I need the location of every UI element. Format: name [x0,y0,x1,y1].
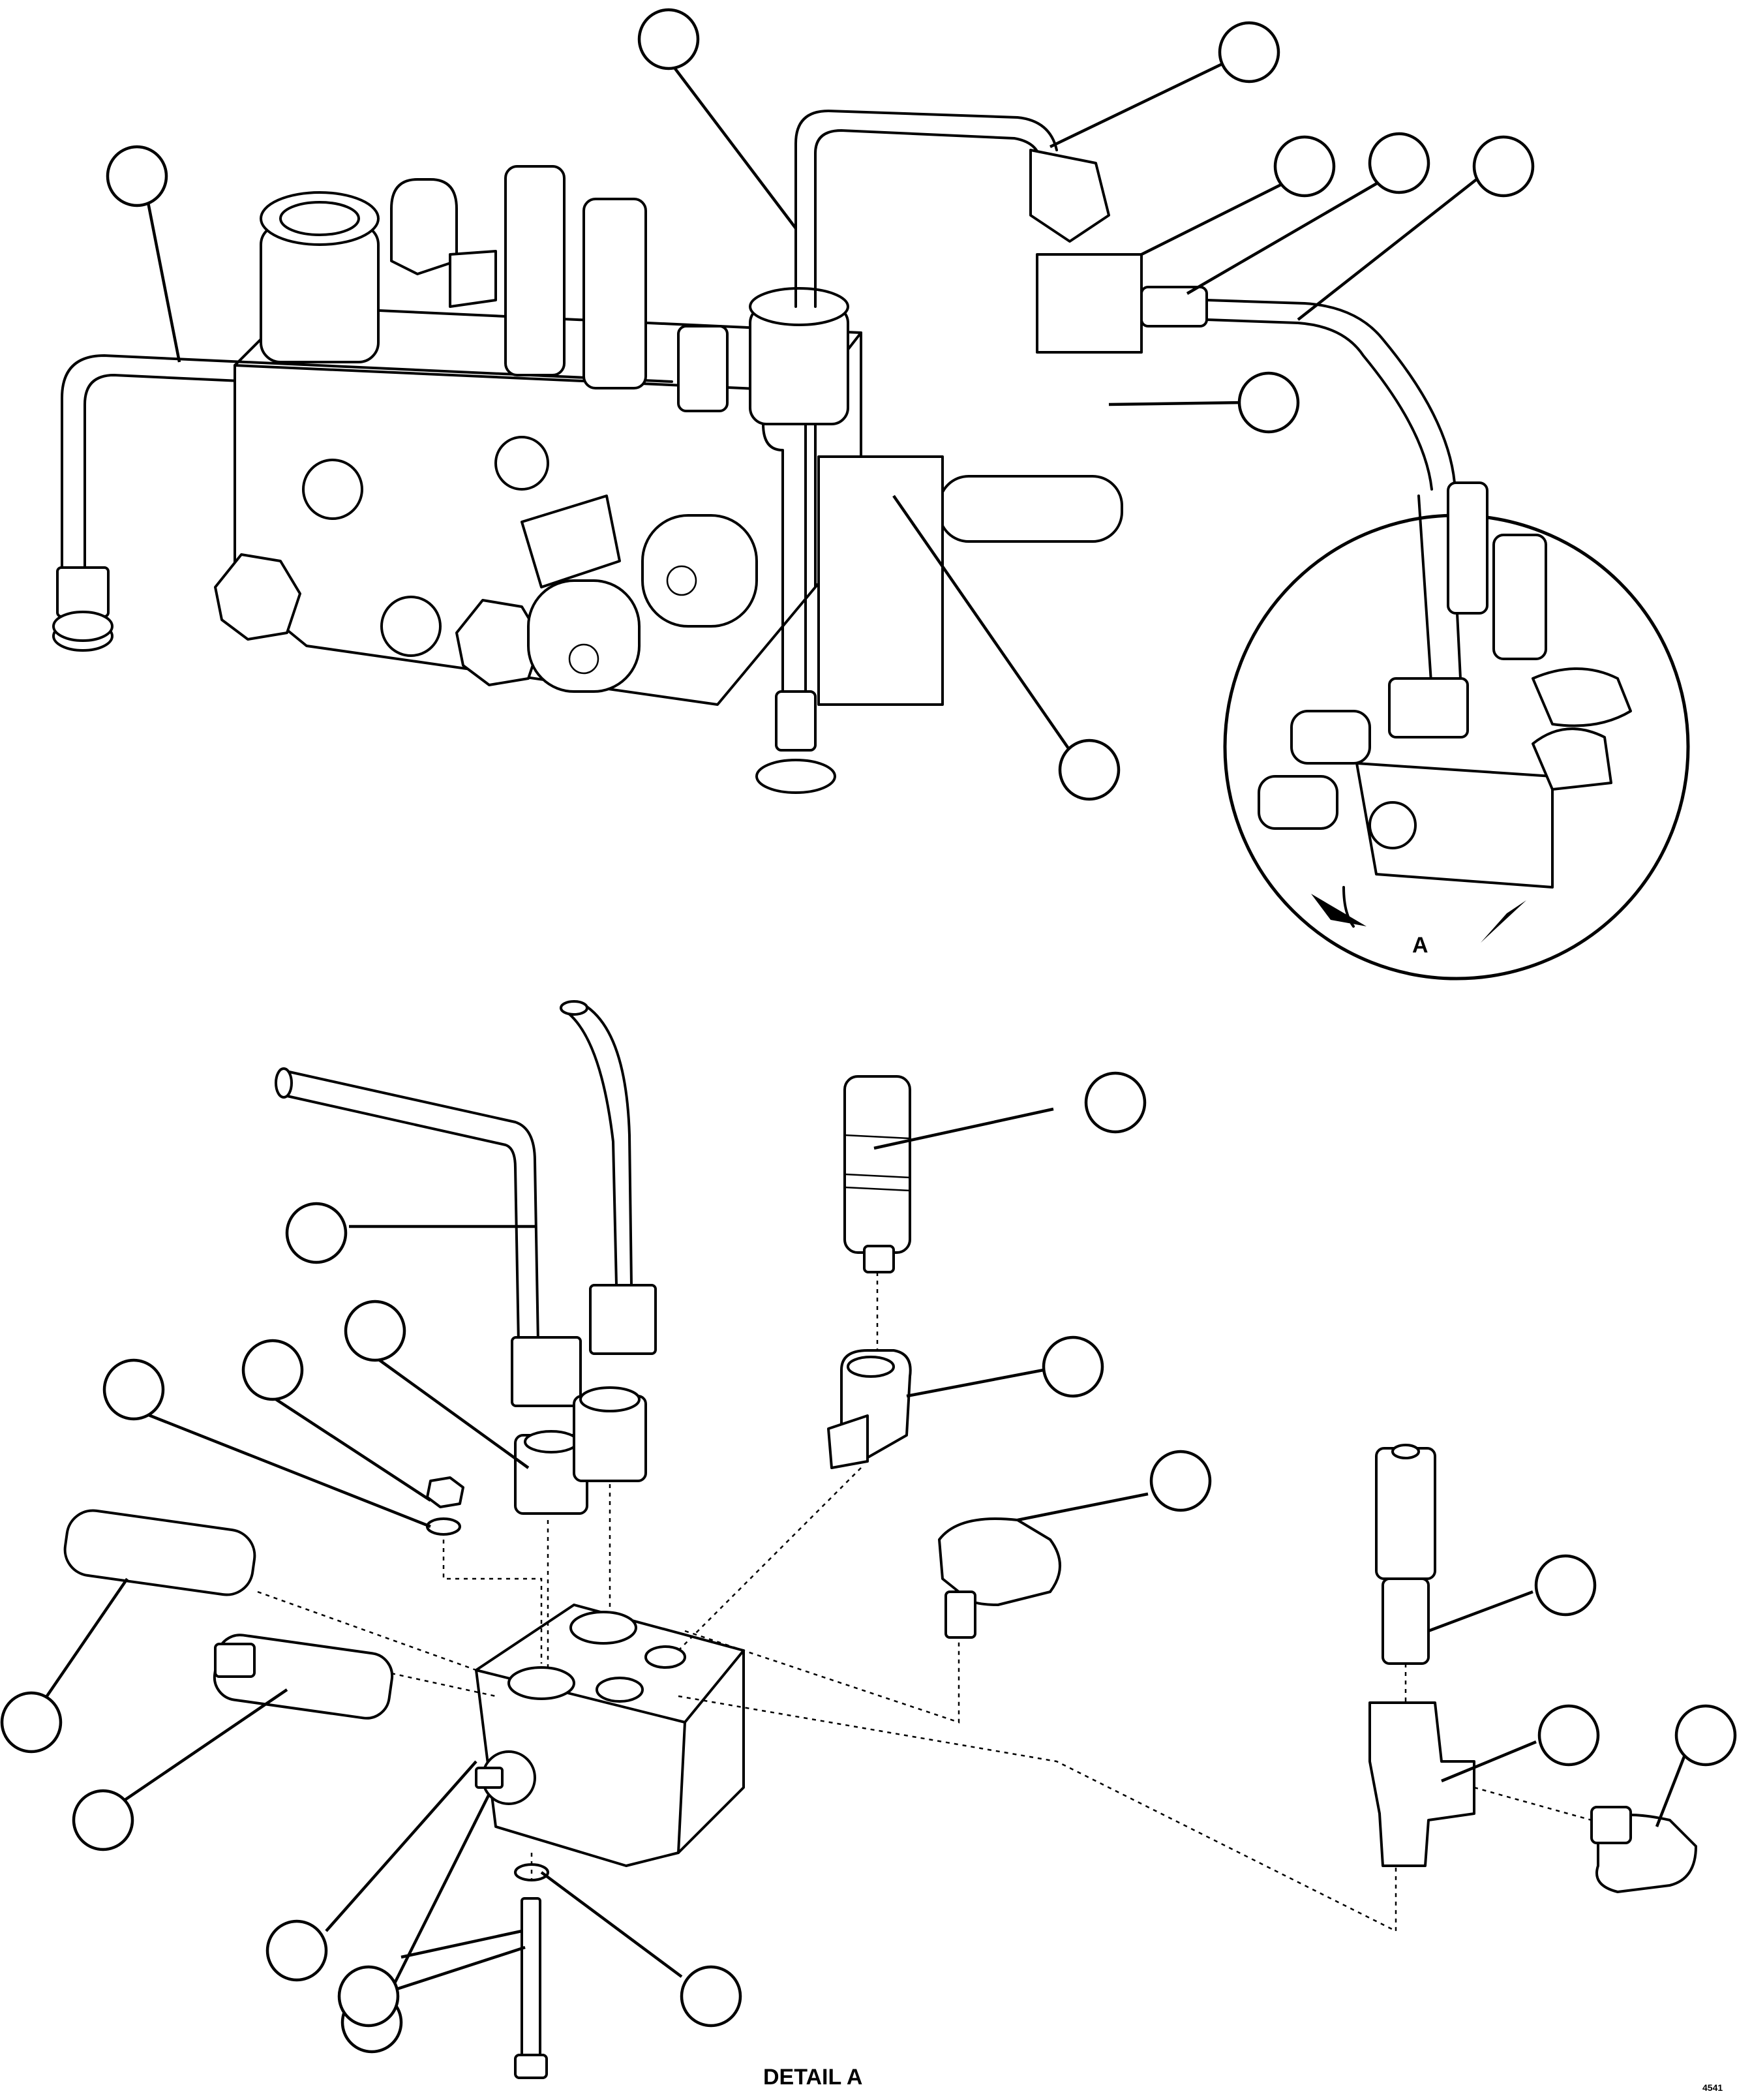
callout-balloon [337,1965,400,2028]
left-hydraulic-tube [61,354,673,575]
mounting-bolt [521,1897,541,2063]
top-callouts [106,8,1535,801]
sheet-code: 4541 [1702,2082,1723,2093]
callout-balloon [1534,1554,1597,1617]
front-tube-oring [755,759,836,794]
detail-callouts [0,1071,1737,2054]
view-marker-label: A [1412,933,1428,958]
callout-balloon [1237,371,1300,434]
callout-balloon [72,1789,134,1851]
callout-balloon [1218,21,1280,84]
callout-balloon [285,1202,348,1264]
washer [426,1517,461,1536]
callout-balloon [637,8,700,70]
callout-balloon [1674,1704,1737,1767]
swivel-fitting-top [1029,149,1110,243]
callout-balloon [1149,1450,1212,1512]
detail-a-exploded-view [63,1000,1697,2079]
callout-balloon [265,1919,328,1982]
callout-balloon [1273,135,1336,198]
pressure-switch [843,1075,911,1254]
solenoid-coil-1 [527,579,641,693]
hex-nut [426,1476,464,1508]
detail-title: DETAIL A [763,2065,862,2090]
tube-nut-right [589,1284,657,1355]
tee-fitting [1368,1701,1475,1867]
vertical-tube-front [762,423,784,693]
callout-balloon [1472,135,1535,198]
tee-block-top [1036,253,1143,354]
plug-fitting [677,325,729,412]
callout-balloon [0,1691,63,1754]
manifold-assembly [52,110,1456,794]
relief-valve [1375,1447,1436,1580]
callout-balloon [241,1339,304,1401]
callout-balloon [680,1965,742,2028]
detail-a-block [1355,762,1554,889]
callout-balloon [1084,1071,1147,1134]
callout-balloon [106,145,168,207]
knob-left [214,553,301,641]
sensor-fitting-1 [504,165,566,376]
detail-a-magnifier: A [1223,481,1690,981]
tube-detail-right [560,1007,618,1286]
pressure-sensor-left-1 [63,1509,256,1596]
callout-balloon [344,1300,406,1362]
long-tube-right [1205,299,1456,484]
callout-balloon [102,1358,165,1421]
callout-balloon [1368,132,1430,194]
arrow-right [1481,900,1526,943]
callout-balloon [1042,1335,1104,1398]
sensor-fitting-2 [582,198,647,389]
arrow-left [1311,894,1367,926]
tube-nut-left [511,1336,582,1407]
solenoid-coil-2 [641,514,758,628]
detail-manifold-block [475,1669,686,1867]
cartridge-valve-right [938,475,1123,543]
callout-balloon [1058,738,1121,801]
left-tube-nut [56,566,110,618]
elbow-fitting-top [390,178,458,275]
callout-balloon [1537,1704,1600,1767]
upright-tube-loop [794,110,1058,308]
tube-detail-left [279,1069,539,1345]
